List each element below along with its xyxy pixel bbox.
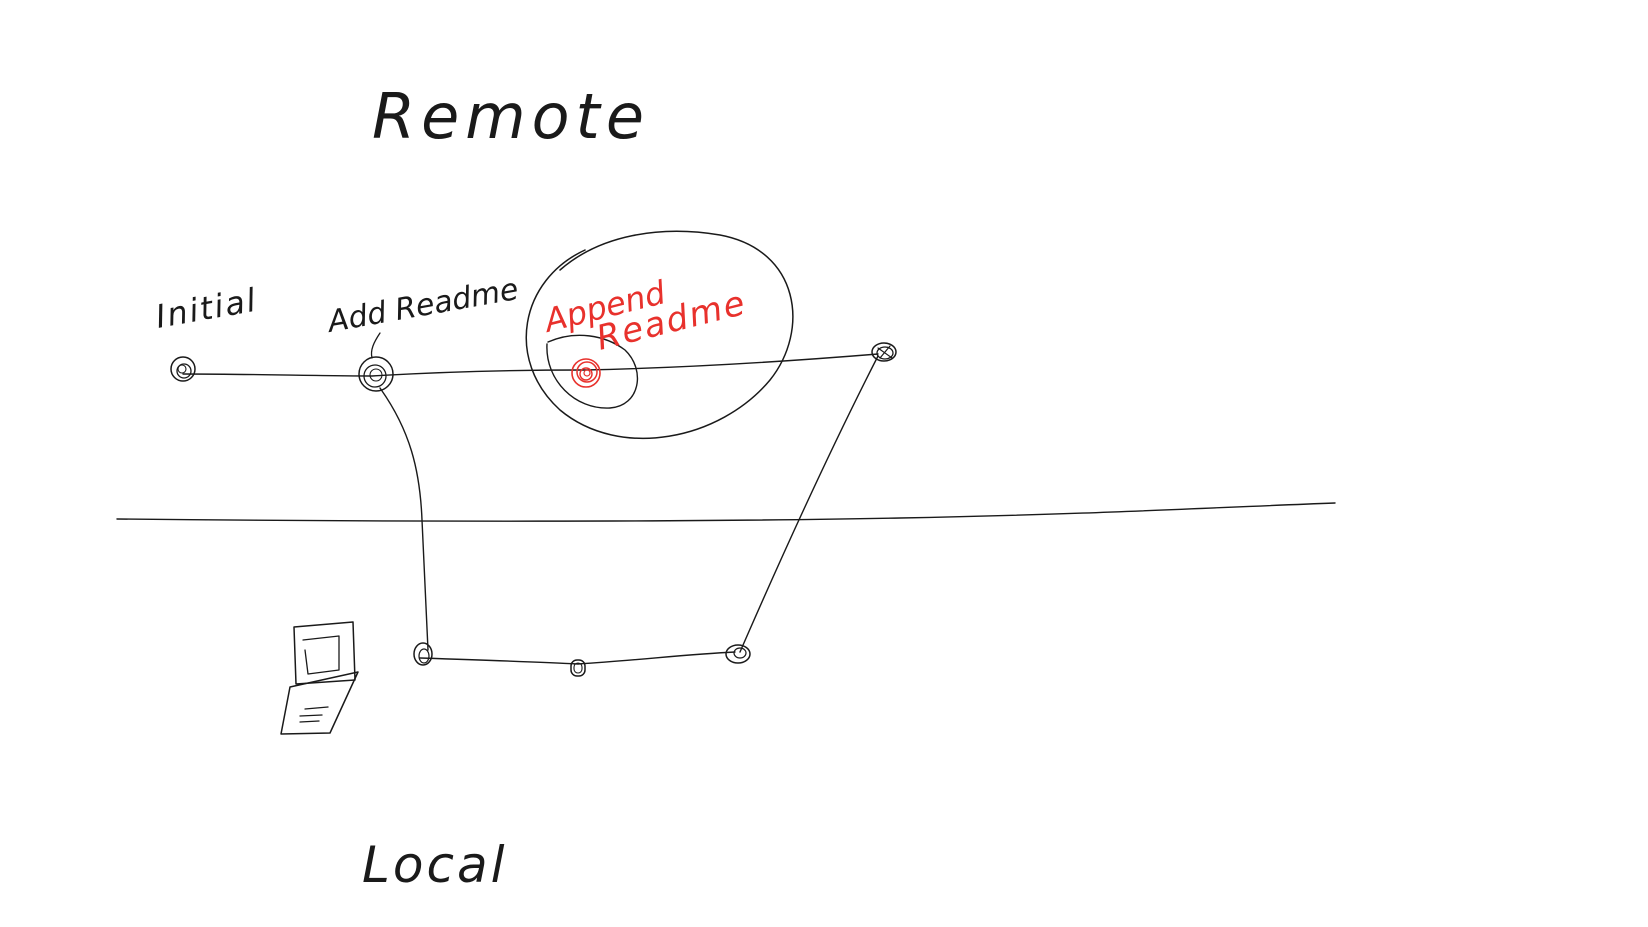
- laptop-icon: [280, 621, 359, 735]
- remote-label: Remote: [372, 80, 650, 153]
- commit-node-initial: [170, 356, 196, 382]
- commit-node-append-readme: [571, 358, 601, 388]
- add-readme-label: Add Readme: [323, 272, 521, 340]
- inner-ellipse: [546, 334, 639, 409]
- initial-label: Initial: [153, 281, 261, 336]
- commit-node-local-3: [725, 644, 751, 664]
- merge-up-line: [739, 355, 879, 653]
- commit-node-local-1: [413, 642, 433, 666]
- remote-branch-line: [182, 353, 879, 377]
- commit-node-local-2: [570, 659, 586, 677]
- remote-local-divider: [116, 502, 1336, 522]
- add-readme-pointer: [370, 332, 381, 359]
- local-branch-line: [419, 651, 736, 665]
- highlight-ellipse: [525, 230, 794, 440]
- commit-node-merge: [871, 342, 897, 362]
- commit-node-add-readme: [358, 356, 394, 392]
- local-label: Local: [362, 836, 507, 894]
- branch-down-line: [379, 387, 429, 651]
